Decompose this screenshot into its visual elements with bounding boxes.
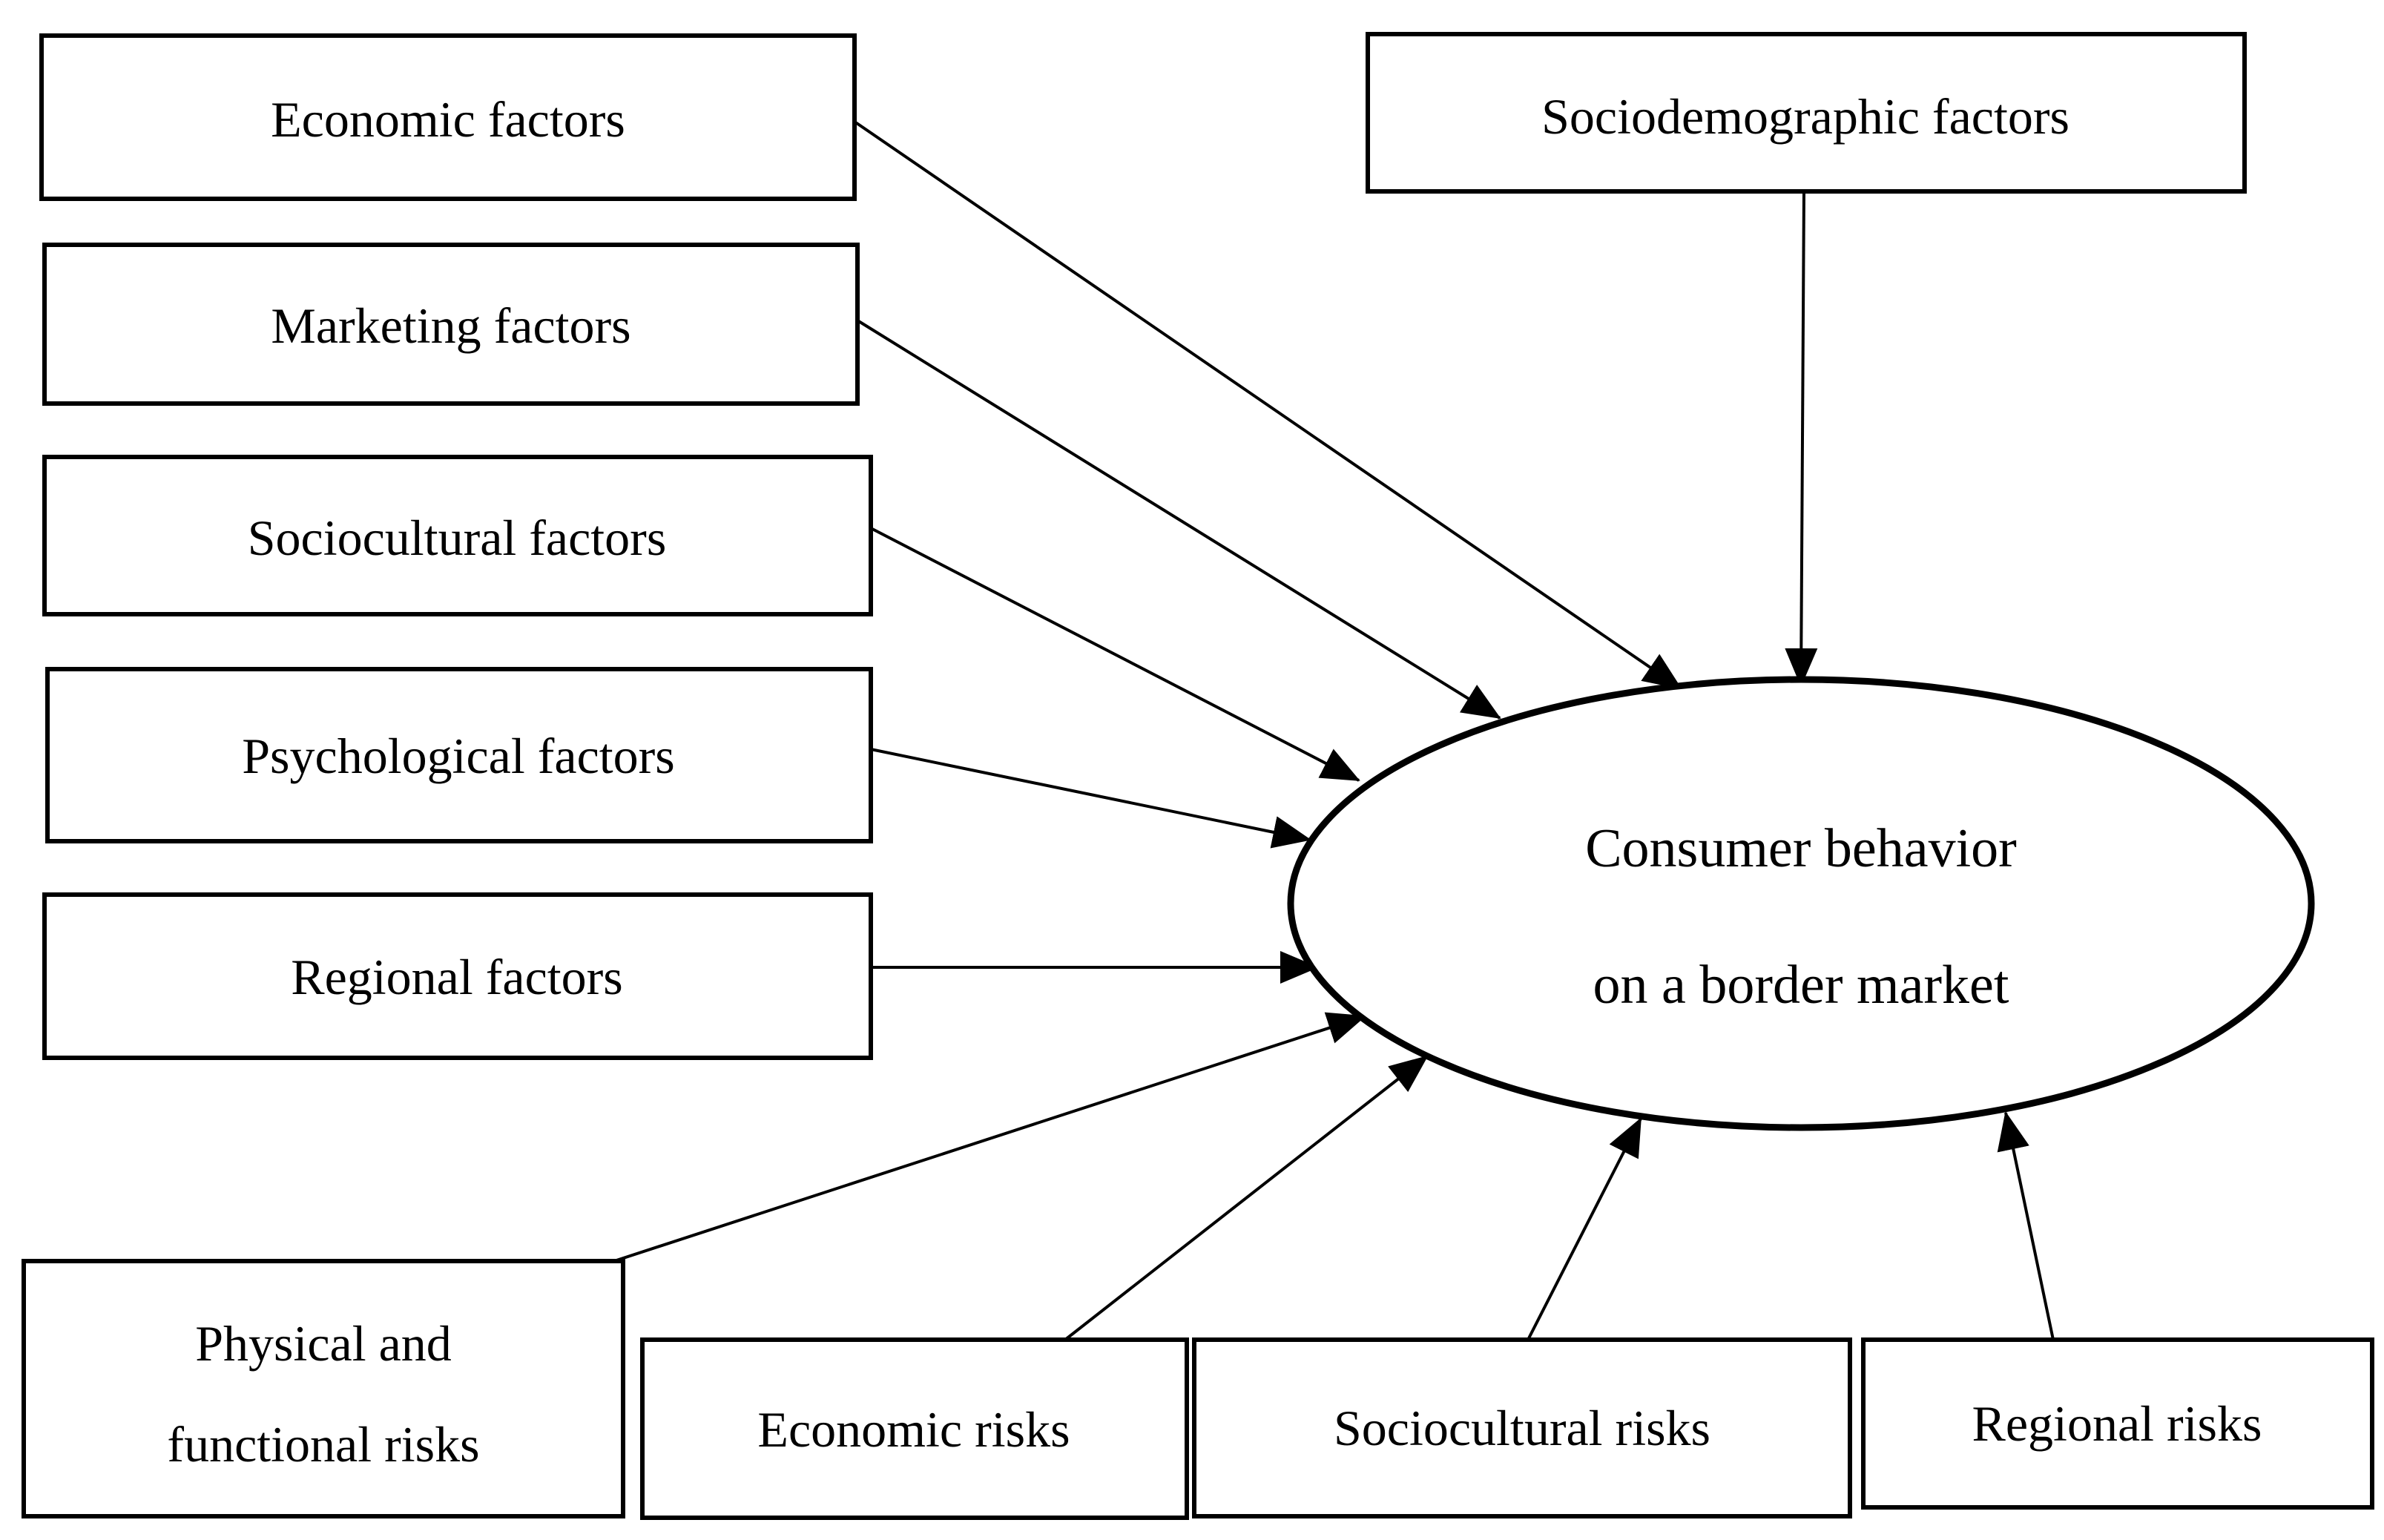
arrows [613, 120, 2055, 1341]
arrow-marketing-factors-to-center [856, 319, 1501, 720]
economic-risks-box [640, 1337, 1189, 1520]
arrow-regional-risks-to-center [1997, 1111, 2055, 1340]
risk-node-sociocultural: Sociocultural risks [1192, 1337, 1852, 1518]
risk-node-physical-functional: Physical and functional risks [22, 1259, 625, 1518]
arrow-physical-functional-risks-to-center [613, 1012, 1366, 1263]
factor-node-regional: Regional factors [42, 892, 873, 1060]
center-node-consumer-behavior: Consumer behavior on a border market [1287, 676, 2315, 1131]
factor-node-sociodemographic: Sociodemographic factors [1366, 32, 2247, 194]
regional-factors-box [42, 892, 873, 1060]
economic-risks-label: Economic risks [757, 1401, 1070, 1458]
regional-risks-label: Regional risks [1972, 1395, 2262, 1452]
sociocultural-factors-box [42, 455, 873, 616]
regional-risks-box [1861, 1337, 2374, 1510]
economic-factors-box [39, 33, 857, 201]
marketing-factors-box [42, 243, 860, 406]
factor-node-sociocultural: Sociocultural factors [42, 455, 873, 616]
risk-node-regional: Regional risks [1861, 1337, 2374, 1510]
sociodemographic-factors-label: Sociodemographic factors [1541, 88, 2069, 145]
psychological-factors-box [45, 667, 873, 843]
physical-functional-risks-label-line2: functional risks [167, 1416, 479, 1472]
factor-node-psychological: Psychological factors [45, 667, 873, 843]
arrow-economic-risks-to-center [1064, 1055, 1429, 1341]
arrow-psychological-factors-to-center [870, 748, 1311, 849]
sociodemographic-factors-box [1366, 32, 2247, 194]
center-label-line2: on a border market [1593, 955, 2009, 1016]
factor-node-economic: Economic factors [39, 33, 857, 201]
physical-functional-risks-box [22, 1259, 625, 1518]
arrow-economic-factors-to-center [853, 120, 1682, 690]
center-label-line1: Consumer behavior [1585, 818, 2017, 879]
physical-functional-risks-label-line1: Physical and [195, 1315, 452, 1372]
marketing-factors-label: Marketing factors [271, 297, 630, 354]
arrow-sociocultural-factors-to-center [870, 527, 1360, 782]
consumer-behavior-ellipse [1287, 676, 2315, 1131]
economic-factors-label: Economic factors [271, 91, 625, 148]
regional-factors-label: Regional factors [291, 949, 623, 1005]
sociocultural-risks-label: Sociocultural risks [1334, 1400, 1710, 1456]
arrow-sociodemographic-factors-to-center [1785, 191, 1818, 687]
arrow-sociocultural-risks-to-center [1527, 1117, 1642, 1340]
factor-node-marketing: Marketing factors [42, 243, 860, 406]
sociocultural-risks-box [1192, 1337, 1852, 1518]
sociocultural-factors-label: Sociocultural factors [248, 510, 667, 566]
psychological-factors-label: Psychological factors [242, 728, 675, 784]
risk-node-economic: Economic risks [640, 1337, 1189, 1520]
